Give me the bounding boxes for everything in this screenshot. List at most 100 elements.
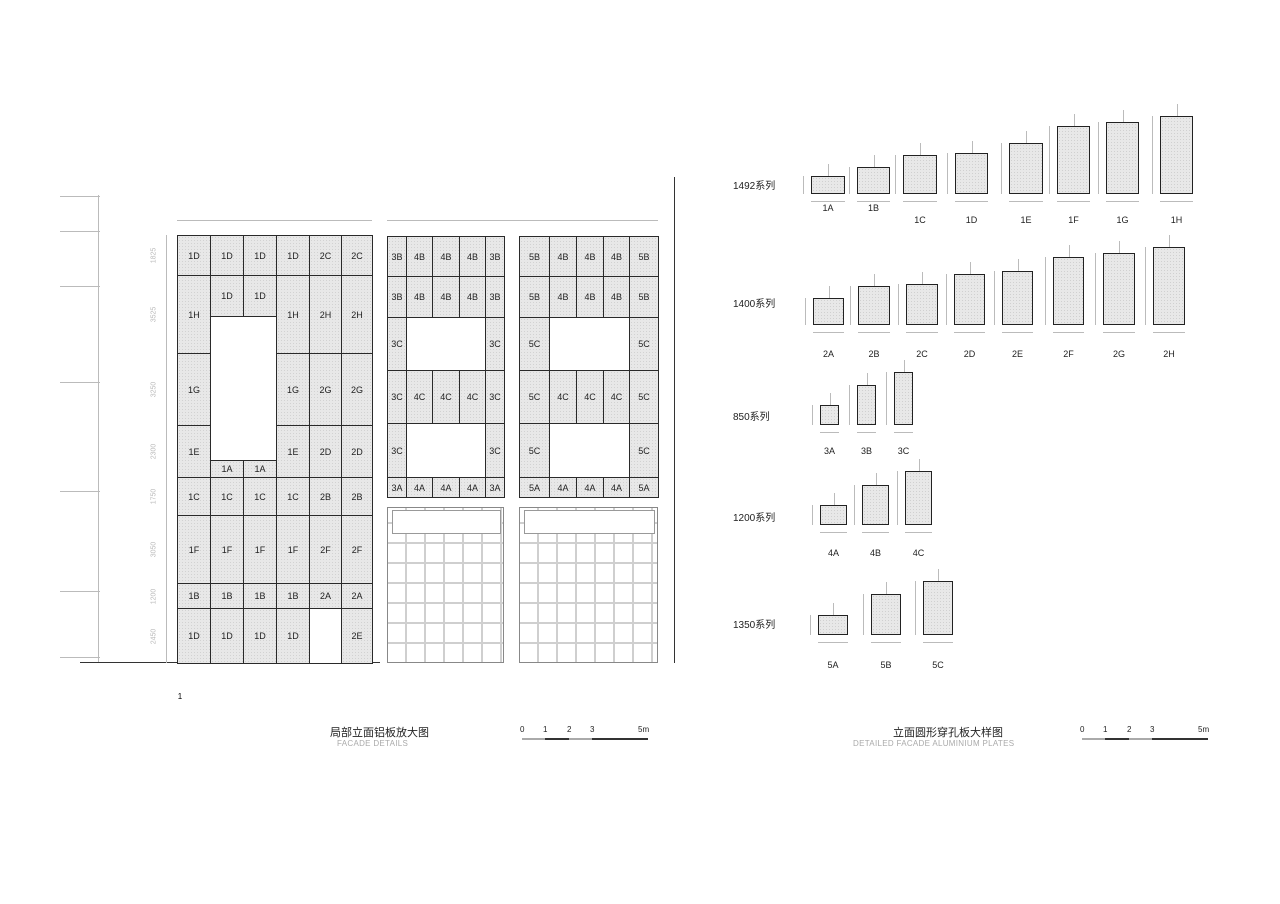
plate-label: 5B	[880, 660, 892, 670]
dimension-line	[894, 432, 913, 433]
aluminium-plate	[858, 286, 890, 325]
scale-tick-label: 1	[1103, 725, 1108, 734]
series-label: 850系列	[733, 412, 770, 423]
plate-label: 5C	[932, 660, 944, 670]
dimension-line	[818, 642, 848, 643]
dimension-line	[862, 532, 889, 533]
dimension-line	[812, 405, 813, 425]
aluminium-plate	[906, 284, 938, 325]
facade-panel: 4B	[432, 276, 460, 318]
facade-panel: 5B	[629, 276, 659, 318]
facade-panel: 1F	[243, 515, 277, 584]
aluminium-plate	[862, 485, 889, 525]
dimension-line	[1049, 126, 1050, 194]
window-opening	[210, 316, 277, 461]
grid-bubble: 1	[177, 692, 183, 701]
facade-panel: 1C	[177, 477, 211, 516]
dimension-line	[1106, 201, 1139, 202]
dimension-line	[1145, 247, 1146, 325]
aluminium-plate	[818, 615, 848, 635]
series-label: 1492系列	[733, 181, 776, 192]
dimension-line	[813, 332, 844, 333]
facade-panel: 1H	[177, 275, 211, 354]
facade-panel: 4B	[603, 276, 630, 318]
facade-panel: 1C	[210, 477, 244, 516]
leader-line	[828, 286, 830, 298]
dimension-line	[849, 167, 850, 194]
dimension-line	[1045, 257, 1046, 325]
leader-line	[875, 473, 877, 485]
dimension-line	[897, 471, 898, 525]
facade-panel: 4C	[406, 370, 433, 424]
aluminium-plate	[1106, 122, 1139, 194]
facade-panel: 1G	[276, 353, 310, 426]
leader-line	[938, 569, 939, 581]
facade-panel: 2F	[341, 515, 373, 584]
window-opening	[549, 317, 630, 371]
facade-panel: 3C	[387, 370, 407, 424]
facade-panel: 1D	[177, 608, 211, 664]
facade-panel: 5C	[629, 317, 659, 371]
facade-panel: 4B	[406, 276, 433, 318]
facade-panel: 2H	[309, 275, 342, 354]
window-opening	[406, 317, 486, 371]
row-dimension-label: 2300	[150, 443, 158, 460]
signage-band-a	[392, 510, 501, 534]
facade-panel: 1A	[210, 460, 244, 478]
series-label: 1200系列	[733, 513, 776, 524]
facade-panel: 2A	[309, 583, 342, 609]
leader-line	[922, 272, 923, 284]
facade-panel: 4B	[549, 276, 577, 318]
scale-tick-label: 3	[590, 725, 595, 734]
scale-segment	[1152, 738, 1208, 740]
facade-panel: 1F	[177, 515, 211, 584]
row-dimension-label: 3250	[150, 381, 158, 398]
dimension-line	[811, 201, 845, 202]
leader-line	[971, 141, 973, 153]
plate-label: 5A	[827, 660, 839, 670]
facade-panel: 2A	[341, 583, 373, 609]
plate-label: 2G	[1112, 349, 1126, 359]
plate-label: 4A	[827, 548, 840, 558]
facade-panel: 1F	[276, 515, 310, 584]
dimension-line	[863, 594, 864, 635]
facade-panel: 1C	[243, 477, 277, 516]
plate-label: 2B	[868, 349, 880, 359]
level-mark	[60, 231, 100, 232]
facade-panel: 4B	[459, 276, 486, 318]
dimension-line	[886, 372, 887, 425]
facade-panel: 4A	[603, 477, 630, 498]
plate-label: 1F	[1068, 215, 1079, 225]
leader-line	[1073, 114, 1075, 126]
facade-panel: 4C	[576, 370, 604, 424]
facade-panel: 4B	[432, 236, 460, 277]
plate-label: 1A	[822, 203, 834, 213]
scale-tick-label: 2	[1127, 725, 1132, 734]
aluminium-plate	[871, 594, 901, 635]
dimension-line	[805, 298, 806, 325]
aluminium-plate	[820, 505, 847, 525]
dimension-line	[903, 201, 937, 202]
facade-panel: 3B	[387, 236, 407, 277]
scale-tick-label: 2	[567, 725, 572, 734]
plate-label: 1E	[1020, 215, 1032, 225]
dimension-line	[946, 274, 947, 325]
signage-band-b	[524, 510, 655, 534]
facade-panel: 5A	[629, 477, 659, 498]
facade-panel: 1D	[243, 608, 277, 664]
leader-line	[886, 582, 887, 594]
plate-label: 1H	[1170, 215, 1183, 225]
facade-panel: 4B	[406, 236, 433, 277]
leader-line	[1122, 110, 1124, 122]
facade-panel: 1A	[243, 460, 277, 478]
building-edge-line	[674, 177, 675, 663]
facade-panel: 1D	[243, 275, 277, 317]
facade-panel: 5C	[629, 370, 659, 424]
row-dimension-label: 1750	[150, 488, 158, 505]
dimension-line	[1095, 253, 1096, 325]
scale-segment	[1105, 738, 1129, 740]
facade-panel: 1G	[177, 353, 211, 426]
leader-line	[918, 459, 920, 471]
scale-tick-label: 0	[1080, 725, 1085, 734]
facade-panel: 3C	[485, 317, 505, 371]
